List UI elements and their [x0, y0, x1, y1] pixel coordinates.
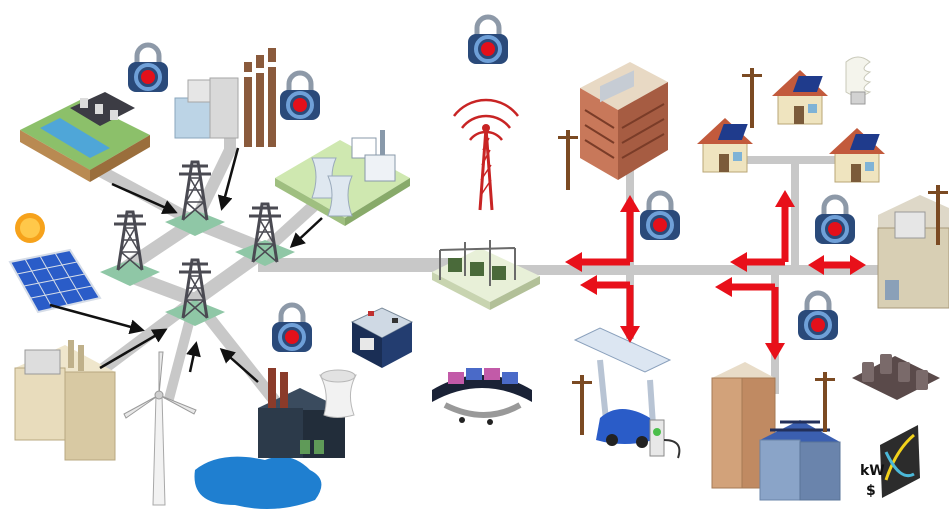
security-lock-icon [280, 73, 320, 120]
security-lock-icon [272, 305, 312, 352]
transmission-network [100, 160, 295, 326]
substation-icon [432, 240, 540, 310]
power-pole-icon [742, 68, 762, 128]
house-icon [828, 127, 886, 183]
office-building-icon [580, 62, 668, 180]
house-icon [771, 69, 829, 125]
factory-icon [877, 195, 949, 309]
security-lock-icon [815, 197, 855, 244]
thermal-plant-lake-icon [194, 368, 357, 509]
coal-power-plant-icon [174, 48, 276, 147]
hydro-dam-icon [20, 92, 150, 182]
generation-flow-arrows [49, 147, 323, 383]
security-lock-icon [128, 45, 168, 92]
security-lock-icon [798, 293, 838, 340]
security-lock-icon [640, 193, 680, 240]
meter-currency-label: $ [866, 483, 876, 499]
meter-unit-label: kW [860, 463, 885, 479]
control-room-icon [432, 368, 532, 425]
wind-turbine-icon [123, 351, 197, 506]
solar-panel-farm-icon [8, 213, 102, 314]
nuclear-power-plant-icon [275, 130, 410, 226]
battery-storage-icon [350, 307, 414, 368]
capacitor-bank-icon [852, 354, 940, 400]
demand-response-arrows [565, 190, 866, 360]
ev-charging-station-icon [573, 327, 681, 459]
smart-meter-icon: kW $ [860, 425, 920, 499]
light-bulb-icon [845, 56, 872, 105]
apartment-complex-icon [711, 362, 841, 501]
power-pole-icon [558, 130, 578, 190]
security-lock-icon [468, 17, 508, 64]
communication-tower-icon [453, 98, 519, 211]
power-pole-icon [572, 375, 592, 435]
house-icon [696, 117, 754, 173]
biomass-plant-icon [14, 340, 116, 461]
